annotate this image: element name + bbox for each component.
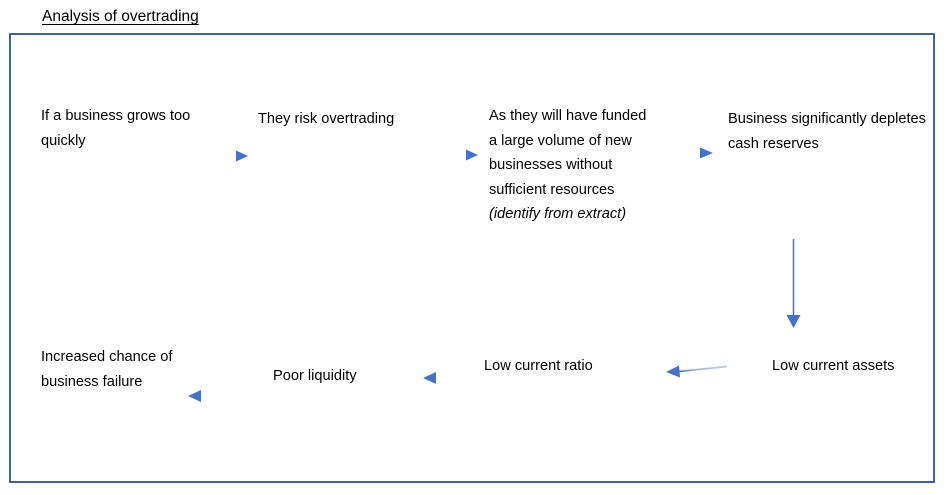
node-low-current-assets: Low current assets	[772, 354, 942, 379]
page-title: Analysis of overtrading	[42, 8, 199, 25]
node-risk-overtrading: They risk overtrading	[258, 107, 458, 132]
node-funded-large-volume: As they will have funded a large volume …	[489, 104, 649, 227]
node-label-italic-note: (identify from extract)	[489, 206, 627, 222]
node-label: Low current assets	[772, 358, 895, 374]
node-label: They risk overtrading	[258, 111, 395, 127]
node-poor-liquidity: Poor liquidity	[273, 364, 413, 389]
node-business-grows-too-quickly: If a business grows too quickly	[41, 104, 211, 153]
node-label: As they will have funded a large volume …	[489, 108, 647, 198]
node-label: If a business grows too quickly	[41, 108, 191, 149]
node-increased-chance-business-failure: Increased chance of business failure	[41, 345, 181, 394]
node-depletes-cash-reserves: Business significantly depletes cash res…	[728, 107, 928, 156]
node-low-current-ratio: Low current ratio	[484, 354, 644, 379]
node-label: Increased chance of business failure	[41, 349, 173, 390]
node-label: Business significantly depletes cash res…	[728, 111, 926, 152]
diagram-frame	[9, 33, 935, 483]
node-label: Low current ratio	[484, 358, 593, 374]
node-label: Poor liquidity	[273, 368, 357, 384]
